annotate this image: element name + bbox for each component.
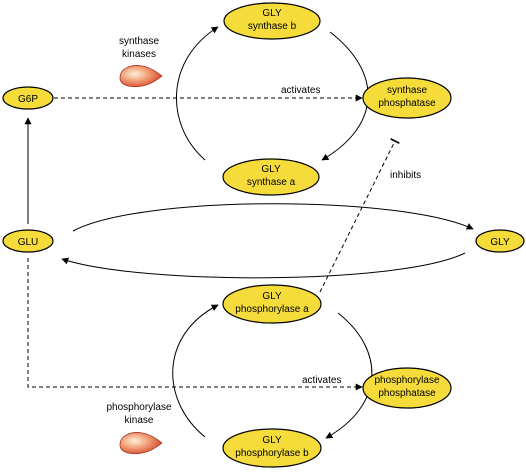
label-activates-top: activates	[281, 85, 320, 96]
label-activates-bottom: activates	[302, 375, 341, 386]
svg-text:GLY: GLY	[262, 435, 282, 446]
node-gly: GLY	[475, 229, 525, 253]
dashed-activates-phosphorylase-phosphatase	[27, 258, 363, 391]
node-gly-synthase-b: GLY synthase b	[223, 2, 321, 40]
svg-text:phosphorylase: phosphorylase	[106, 402, 171, 413]
svg-text:GLY: GLY	[262, 8, 282, 19]
svg-text:GLY: GLY	[262, 291, 282, 302]
svg-text:phosphorylase b: phosphorylase b	[235, 448, 309, 459]
arrow-synthase-a-to-b	[176, 26, 219, 161]
svg-text:synthase a: synthase a	[247, 177, 296, 188]
arrow-glu-to-gly	[72, 203, 474, 232]
svg-text:synthase b: synthase b	[248, 21, 297, 32]
svg-text:kinase: kinase	[125, 415, 154, 426]
dashed-inhibits-synthase-phosphatase	[319, 138, 400, 293]
arrow-gly-to-glu	[61, 252, 466, 279]
svg-text:G6P: G6P	[18, 94, 38, 105]
arrow-synthase-b-to-a	[321, 31, 369, 161]
node-gly-phosphorylase-a: GLY phosphorylase a	[222, 284, 322, 324]
svg-text:GLY: GLY	[261, 164, 281, 175]
label-synthase-kinases: synthase kinases	[119, 36, 159, 60]
node-phosphorylase-phosphatase: phosphorylase phosphatase	[362, 367, 452, 409]
svg-text:phosphatase: phosphatase	[378, 388, 436, 399]
svg-text:synthase: synthase	[119, 36, 159, 47]
phosphorylase-kinase-icon	[119, 432, 163, 455]
label-phosphorylase-kinase: phosphorylase kinase	[106, 402, 171, 426]
svg-text:phosphatase: phosphatase	[378, 98, 436, 109]
synthase-kinase-icon	[119, 65, 163, 88]
label-inhibits: inhibits	[390, 170, 421, 181]
node-gly-synthase-a: GLY synthase a	[222, 158, 320, 196]
svg-text:GLY: GLY	[490, 237, 510, 248]
node-g6p: G6P	[2, 86, 54, 110]
svg-text:kinases: kinases	[122, 49, 156, 60]
svg-text:synthase: synthase	[387, 85, 427, 96]
node-gly-phosphorylase-b: GLY phosphorylase b	[222, 428, 322, 468]
node-glu: GLU	[2, 229, 54, 253]
arrow-phosphorylase-b-to-a	[172, 304, 219, 438]
svg-text:GLU: GLU	[18, 237, 39, 248]
svg-text:phosphorylase a: phosphorylase a	[235, 304, 309, 315]
svg-text:phosphorylase: phosphorylase	[374, 375, 439, 386]
node-synthase-phosphatase: synthase phosphatase	[362, 77, 452, 119]
